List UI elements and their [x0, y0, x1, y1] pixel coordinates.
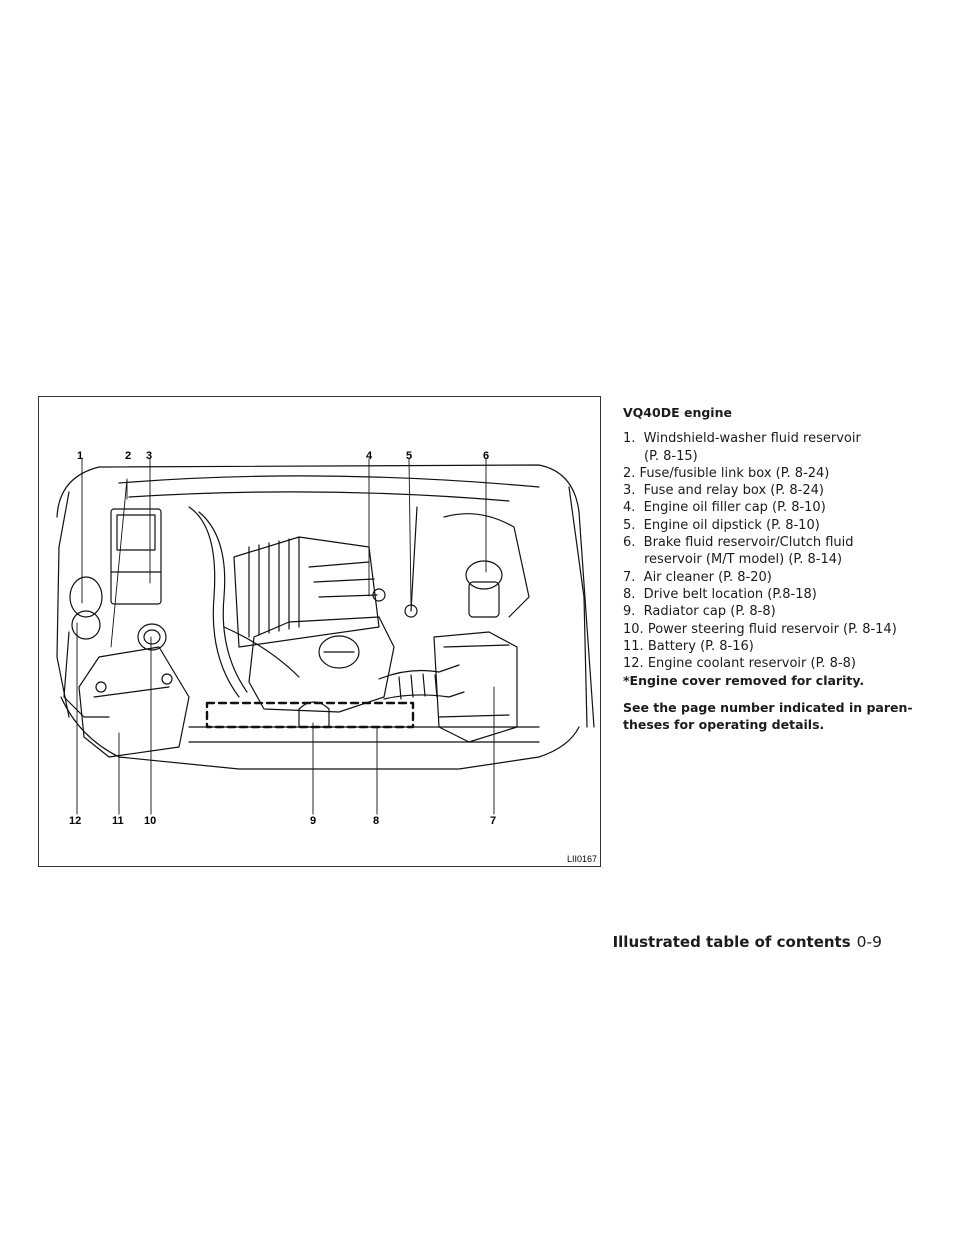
- callout-3: 3: [146, 450, 153, 462]
- section-heading: VQ40DE engine: [623, 405, 732, 420]
- list-item: 2. Fuse/fusible link box (P. 8-24): [623, 465, 923, 482]
- callout-11: 11: [112, 815, 124, 827]
- list-item: 5. Engine oil dipstick (P. 8-10): [623, 517, 923, 534]
- engine-cover-note: *Engine cover removed for clarity.: [623, 673, 865, 689]
- figure-id: LII0167: [566, 854, 597, 864]
- list-item: 6. Brake fluid reservoir/Clutch fluid re…: [623, 534, 923, 569]
- list-item: 1. Windshield-washer fluid reservoir (P.…: [623, 430, 923, 465]
- item-text: Engine coolant reservoir (P. 8-8): [647, 656, 856, 672]
- item-continuation: (P. 8-15): [644, 448, 698, 464]
- item-text: Windshield-washer fluid reservoir: [643, 431, 861, 447]
- list-item: 4. Engine oil filler cap (P. 8-10): [623, 499, 923, 516]
- page-number: 0-9: [856, 933, 882, 951]
- item-text: Power steering fluid reservoir (P. 8-14): [647, 621, 897, 637]
- callout-2: 2: [125, 450, 132, 462]
- list-item: 10. Power steering fluid reservoir (P. 8…: [623, 621, 923, 638]
- list-item: 12. Engine coolant reservoir (P. 8-8): [623, 655, 923, 672]
- engine-illustration: [56, 458, 595, 815]
- item-text: Battery (P. 8-16): [647, 638, 754, 654]
- list-item: 8. Drive belt location (P.8-18): [623, 586, 923, 603]
- callout-6: 6: [483, 450, 490, 462]
- callout-9: 9: [310, 815, 317, 827]
- item-text: Engine oil dipstick (P. 8-10): [643, 517, 820, 533]
- item-number: 8.: [623, 586, 636, 602]
- item-number: 5.: [623, 517, 636, 533]
- callout-12: 12: [69, 815, 82, 827]
- list-item: 9. Radiator cap (P. 8-8): [623, 603, 923, 620]
- callout-7: 7: [490, 815, 497, 827]
- item-text: Fuse/fusible link box (P. 8-24): [639, 465, 830, 481]
- item-text: Engine oil filler cap (P. 8-10): [643, 500, 826, 516]
- page-footer: Illustrated table of contents 0-9: [613, 933, 882, 951]
- callout-10: 10: [144, 815, 157, 827]
- item-number: 10.: [623, 621, 644, 637]
- footer-section-title: Illustrated table of contents: [612, 933, 851, 951]
- item-number: 1.: [623, 431, 636, 447]
- callout-4: 4: [366, 450, 373, 462]
- see-page-note: See the page number indicated in paren- …: [623, 699, 913, 732]
- item-number: 3.: [623, 483, 636, 499]
- item-text: Brake fluid reservoir/Clutch fluid: [643, 535, 854, 551]
- list-item: 7. Air cleaner (P. 8-20): [623, 569, 923, 586]
- item-text: Fuse and relay box (P. 8-24): [643, 483, 824, 499]
- item-number: 6.: [623, 535, 636, 551]
- item-number: 11.: [623, 638, 644, 654]
- item-text: Drive belt location (P.8-18): [643, 586, 817, 602]
- legend-text: VQ40DE engine 1. Windshield-washer fluid…: [623, 404, 923, 733]
- item-number: 2.: [623, 465, 636, 481]
- item-number: 7.: [623, 569, 636, 585]
- item-number: 9.: [623, 604, 636, 620]
- engine-compartment-figure: 1 2 3 4 5 6 12 11 10 9 8 7 LII0167: [38, 396, 601, 867]
- item-continuation: reservoir (M/T model) (P. 8-14): [644, 552, 843, 568]
- item-text: Radiator cap (P. 8-8): [643, 604, 776, 620]
- list-item: 11. Battery (P. 8-16): [623, 638, 923, 655]
- item-number: 4.: [623, 500, 636, 516]
- item-text: Air cleaner (P. 8-20): [643, 569, 772, 585]
- item-number: 12.: [623, 656, 644, 672]
- callout-8: 8: [373, 815, 380, 827]
- legend-list: 1. Windshield-washer fluid reservoir (P.…: [623, 430, 923, 672]
- callout-1: 1: [77, 450, 84, 462]
- callout-5: 5: [406, 450, 413, 462]
- list-item: 3. Fuse and relay box (P. 8-24): [623, 482, 923, 499]
